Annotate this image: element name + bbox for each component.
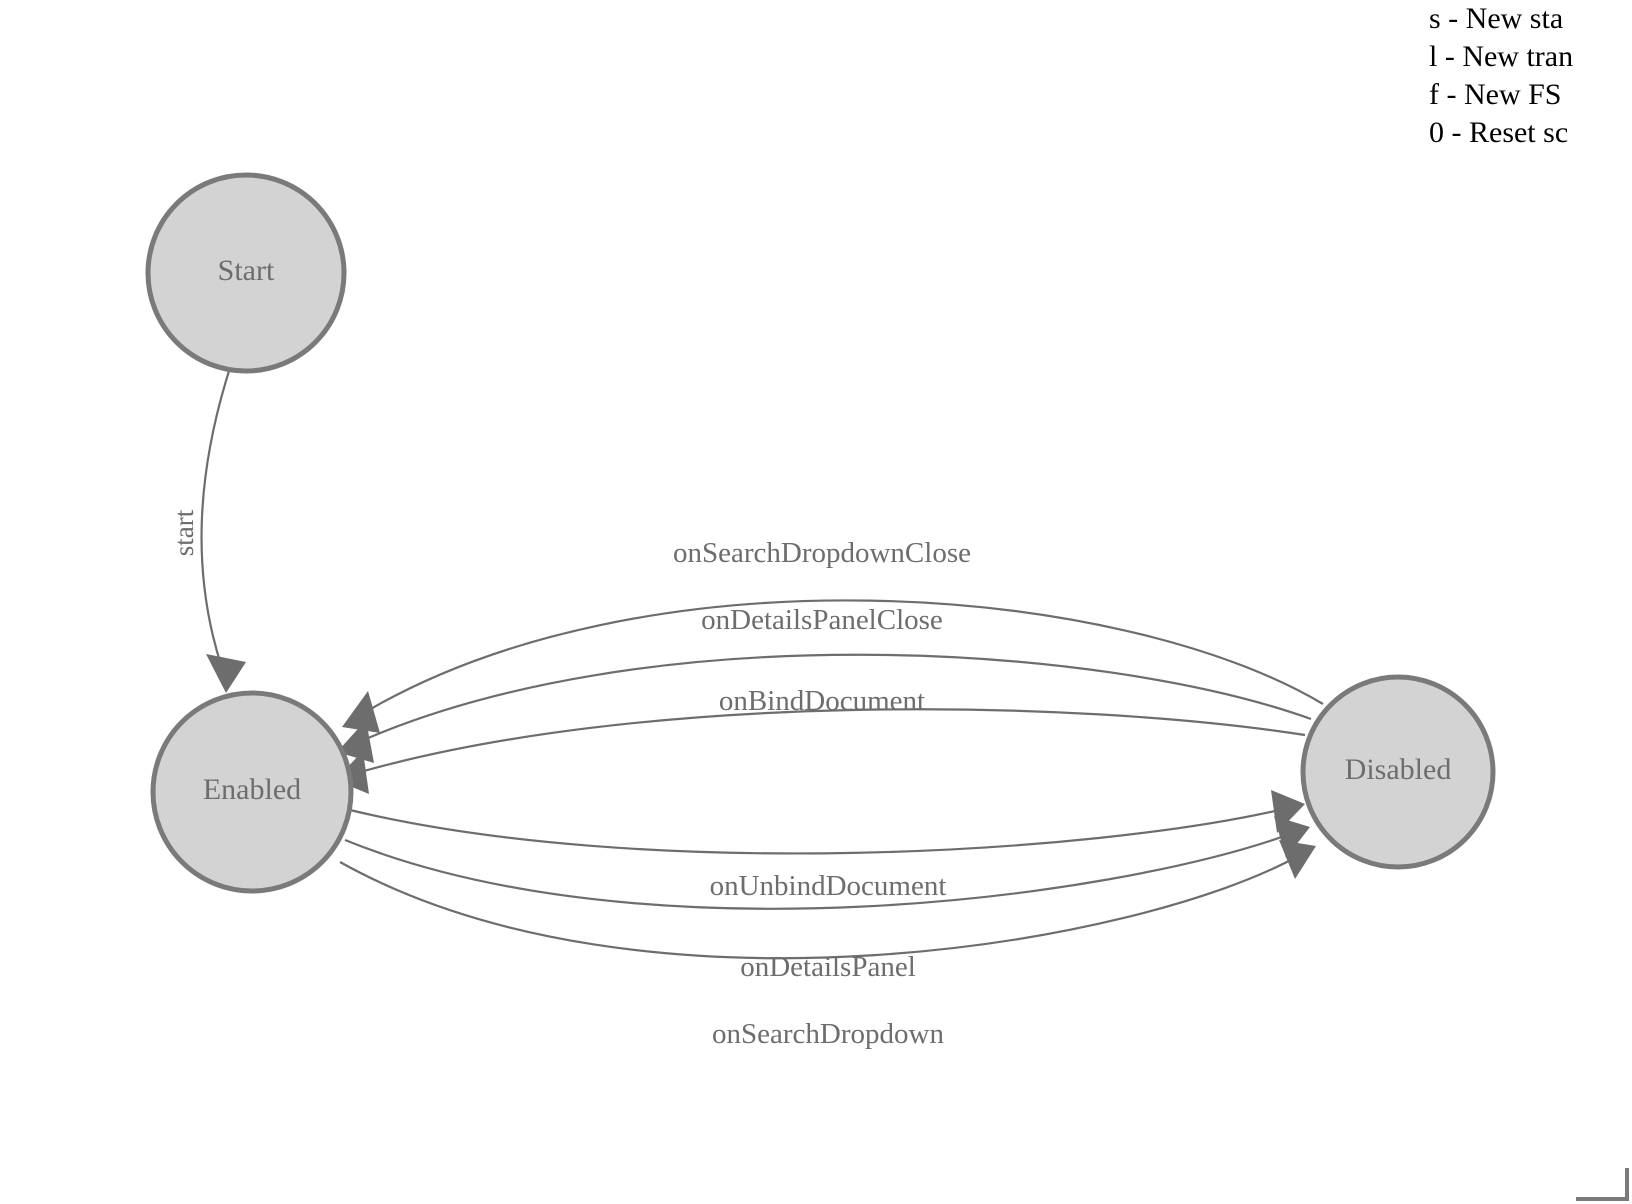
resize-corner-handle[interactable] [1576,1168,1632,1204]
edge-path[interactable] [349,806,1289,855]
edge-path[interactable] [351,653,1312,747]
edge-path[interactable] [349,708,1306,777]
corner-horizontal-line [1576,1197,1629,1201]
state-node-enabled[interactable]: Enabled [150,690,354,894]
edge-label-on-bind-document: onBindDocument [719,685,925,717]
edge-label-start: start [169,509,199,556]
edge-start-to-enabled[interactable]: start [169,370,246,693]
edge-enabled-to-disabled-unbind-document[interactable]: onUnbindDocument [349,790,1305,902]
edge-label-on-details-panel-close: onDetailsPanelClose [701,604,943,636]
edge-disabled-to-enabled-details-close[interactable]: onDetailsPanelClose [337,604,1312,763]
edge-disabled-to-enabled-search-close[interactable]: onSearchDropdownClose [342,537,1324,733]
nodes-layer: Start Enabled Disabled [145,172,1496,894]
edge-label-on-unbind-document: onUnbindDocument [710,870,947,902]
shortcut-new-fsm: f - New FS [1429,78,1562,111]
state-circle[interactable] [145,172,347,374]
shortcut-new-state: s - New sta [1429,2,1564,35]
state-node-start[interactable]: Start [145,172,347,374]
state-node-disabled[interactable]: Disabled [1300,674,1496,870]
edge-path[interactable] [339,854,1301,960]
edge-disabled-to-enabled-bind-document[interactable]: onBindDocument [335,685,1306,794]
arrowhead-icon [342,691,380,733]
arrowhead-icon [206,654,246,693]
state-circle[interactable] [150,690,354,894]
arrowhead-icon [337,720,374,763]
corner-vertical-line [1625,1168,1629,1201]
shortcut-reset-scene: 0 - Reset sc [1429,116,1569,149]
arrowhead-icon [1279,840,1316,879]
keyboard-shortcuts-panel: s - New sta l - New tran f - New FS 0 - … [1429,0,1632,152]
state-circle[interactable] [1300,674,1496,870]
edge-enabled-to-disabled-search-dropdown[interactable]: onSearchDropdown [339,840,1316,1050]
edge-path[interactable] [344,831,1294,910]
edge-path[interactable] [200,370,231,669]
state-node-label-enabled: Enabled [203,773,301,806]
edge-label-on-search-dropdown-close: onSearchDropdownClose [673,537,971,569]
state-node-label-disabled: Disabled [1345,753,1452,786]
state-node-label-start: Start [218,254,275,287]
edge-label-on-search-dropdown: onSearchDropdown [712,1018,944,1050]
edges-layer: start onSearchDropdownClose onDetailsPan… [169,370,1324,1050]
edge-label-on-details-panel: onDetailsPanel [740,951,916,983]
edge-path[interactable] [356,599,1324,718]
shortcut-new-transition: l - New tran [1429,40,1574,73]
